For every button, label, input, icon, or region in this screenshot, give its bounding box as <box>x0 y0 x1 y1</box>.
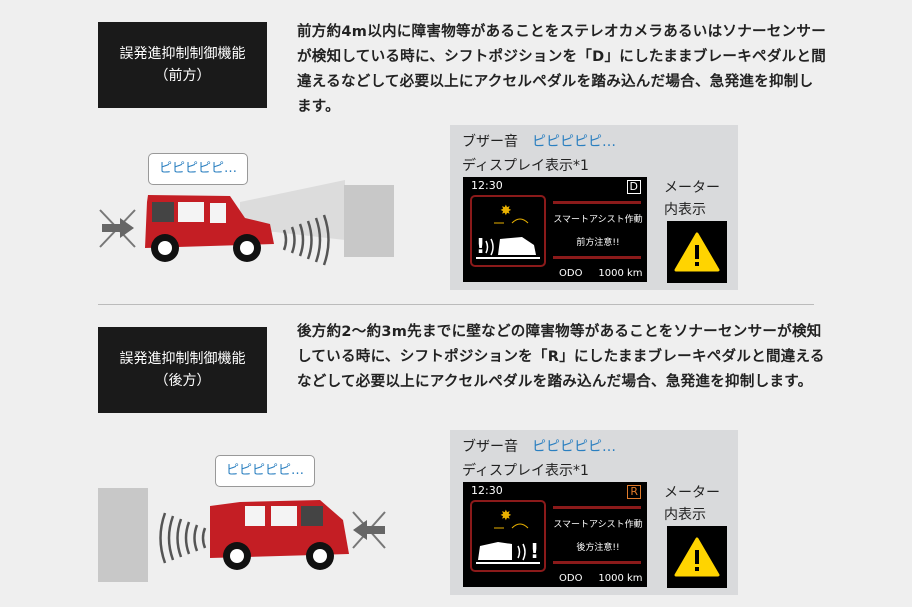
rear-display-panel: ブザー音ピピピピピ… ディスプレイ表示*1 12:30 R ✸! スマートアシス… <box>450 430 738 595</box>
odo-value: 1000 <box>598 268 624 279</box>
svg-text:✸: ✸ <box>500 508 512 524</box>
clock: 12:30 <box>471 484 503 497</box>
warning-triangle-icon <box>667 526 727 588</box>
car-icon <box>210 500 349 570</box>
buzzer-sound: ピピピピピ… <box>532 439 616 455</box>
display-label: ディスプレイ表示*1 <box>462 463 589 479</box>
warning-triangle-icon <box>667 221 727 283</box>
buzzer-speech-bubble: ピピピピピ… <box>215 455 316 487</box>
rear-car-illustration <box>98 488 386 582</box>
buzzer-speech-bubble: ピピピピピ… <box>148 153 249 185</box>
collision-warning-icon: ✸! <box>470 195 546 267</box>
car-icon <box>145 195 274 262</box>
dashboard-screen: 12:30 D ✸! スマートアシスト作動 前方注意!! ODO 1000 km <box>463 177 647 282</box>
sonar-waves-icon <box>159 512 207 564</box>
label-line: （前方） <box>154 68 211 84</box>
front-section-label: 誤発進抑制制御機能 （前方） <box>98 22 267 108</box>
odo-label: ODO <box>559 268 583 279</box>
odo-label: ODO <box>559 573 583 584</box>
buzzer-label: ブザー音 <box>462 439 518 455</box>
meter-label: メーター内表示 <box>664 177 720 221</box>
odometer: ODO 1000 km <box>559 573 643 584</box>
clock: 12:30 <box>471 179 503 192</box>
section-divider <box>98 304 814 305</box>
gear-indicator: R <box>627 485 641 499</box>
blocked-arrow-icon <box>352 511 386 549</box>
caution-message: 後方注意!! <box>576 543 620 553</box>
collision-warning-icon: ✸! <box>470 500 546 572</box>
assist-message: スマートアシスト作動 <box>553 215 643 225</box>
odo-value: 1000 <box>598 573 624 584</box>
front-description: 前方約4m以内に障害物等があることをステレオカメラあるいはソナーセンサーが検知し… <box>297 24 827 115</box>
assist-message: スマートアシスト作動 <box>553 520 643 530</box>
meter-label-1: メーター <box>664 485 720 501</box>
wall-icon <box>344 185 394 257</box>
label-line: 誤発進抑制制御機能 <box>119 351 246 367</box>
divider <box>553 256 641 259</box>
sonar-waves-icon <box>282 214 330 266</box>
meter-label-2: 内表示 <box>664 507 706 523</box>
meter-label-1: メーター <box>664 180 720 196</box>
rear-section-label: 誤発進抑制制御機能 （後方） <box>98 327 267 413</box>
buzzer-label: ブザー音 <box>462 134 518 150</box>
meter-label: メーター内表示 <box>664 482 720 526</box>
label-line: （後方） <box>154 373 211 389</box>
divider <box>553 201 641 204</box>
dashboard-screen: 12:30 R ✸! スマートアシスト作動 後方注意!! ODO 1000 km <box>463 482 647 587</box>
label-line: 誤発進抑制制御機能 <box>119 46 246 62</box>
divider <box>553 506 641 509</box>
display-label: ディスプレイ表示*1 <box>462 158 589 174</box>
buzzer-sound: ピピピピピ… <box>532 134 616 150</box>
divider <box>553 561 641 564</box>
front-car-illustration <box>99 180 394 266</box>
wall-icon <box>98 488 148 582</box>
buzzer-row: ブザー音ピピピピピ… <box>462 436 616 456</box>
buzzer-row: ブザー音ピピピピピ… <box>462 131 616 151</box>
svg-text:✸: ✸ <box>500 203 512 219</box>
rear-description: 後方約2〜約3m先までに壁などの障害物等があることをソナーセンサーが検知している… <box>297 324 825 390</box>
odo-unit: km <box>627 268 643 279</box>
svg-text:!: ! <box>530 539 539 563</box>
front-display-panel: ブザー音ピピピピピ… ディスプレイ表示*1 12:30 D ✸! スマートアシス… <box>450 125 738 290</box>
odometer: ODO 1000 km <box>559 268 643 279</box>
gear-indicator: D <box>626 180 641 194</box>
caution-message: 前方注意!! <box>576 238 620 248</box>
meter-label-2: 内表示 <box>664 202 706 218</box>
svg-text:!: ! <box>476 234 485 258</box>
odo-unit: km <box>627 573 643 584</box>
blocked-arrow-icon <box>99 209 136 248</box>
